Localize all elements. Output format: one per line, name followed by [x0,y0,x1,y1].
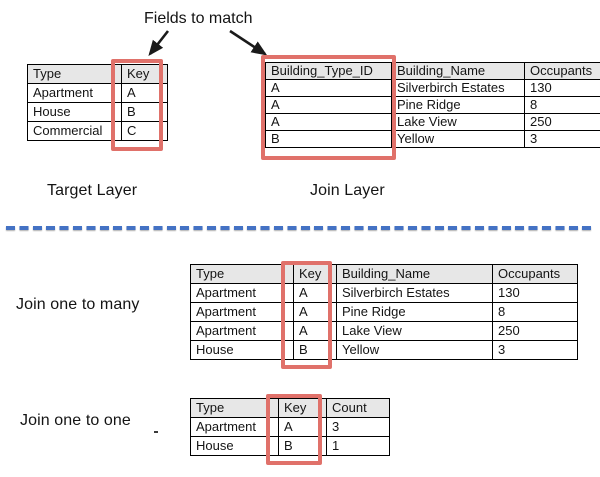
table-cell: 250 [492,321,578,341]
table-cell: Lake View [391,113,525,131]
table-cell: 3 [492,340,578,360]
table-cell: A [265,113,392,131]
table-cell: A [121,83,168,103]
column-header: Type [190,264,294,284]
column-header: Occupants [492,264,578,284]
table-cell: C [121,121,168,141]
table-cell: Commercial [27,121,122,141]
table-cell: Silverbirch Estates [336,283,493,303]
table-cell: Apartment [27,83,122,103]
table-cell: 1 [326,436,390,456]
column-header: Building_Type_ID [265,62,392,80]
column-header: Building_Name [336,264,493,284]
arrow-to-join-key-icon [229,29,268,56]
table-cell: Pine Ridge [391,96,525,114]
section-divider [6,226,594,230]
arrow-to-target-key-icon [148,30,170,57]
table-cell: 130 [492,283,578,303]
table-cell: Apartment [190,283,294,303]
table-cell: 8 [524,96,600,114]
table-cell: House [190,436,279,456]
table-cell: Lake View [336,321,493,341]
join-layer-label: Join Layer [310,182,385,199]
fields-to-match-arrows [148,29,268,57]
table-cell: 3 [326,417,390,437]
table-cell: Apartment [190,302,294,322]
column-header: Key [121,64,168,84]
table-cell: House [190,340,294,360]
table-cell: A [265,79,392,97]
stray-dot [154,431,158,433]
table-cell: 3 [524,130,600,148]
table-cell: Apartment [190,417,279,437]
column-header: Type [27,64,122,84]
join-one-to-many-label: Join one to many [16,296,140,313]
join-one-to-one-label: Join one to one [20,412,131,429]
column-header: Building_Name [391,62,525,80]
table-cell: 130 [524,79,600,97]
table-cell: B [265,130,392,148]
table-cell: A [278,417,327,437]
column-header: Key [293,264,337,284]
column-header: Count [326,398,390,418]
table-cell: Yellow [336,340,493,360]
table-cell: Silverbirch Estates [391,79,525,97]
column-header: Occupants [524,62,600,80]
column-header: Type [190,398,279,418]
table-cell: House [27,102,122,122]
table-cell: A [265,96,392,114]
table-cell: A [293,321,337,341]
column-header: Key [278,398,327,418]
table-cell: B [121,102,168,122]
target-layer-label: Target Layer [47,182,138,199]
table-cell: A [293,302,337,322]
table-cell: 250 [524,113,600,131]
table-cell: B [278,436,327,456]
table-cell: B [293,340,337,360]
fields-to-match-label: Fields to match [144,10,253,27]
table-cell: Apartment [190,321,294,341]
table-cell: Pine Ridge [336,302,493,322]
table-cell: Yellow [391,130,525,148]
table-cell: 8 [492,302,578,322]
table-cell: A [293,283,337,303]
